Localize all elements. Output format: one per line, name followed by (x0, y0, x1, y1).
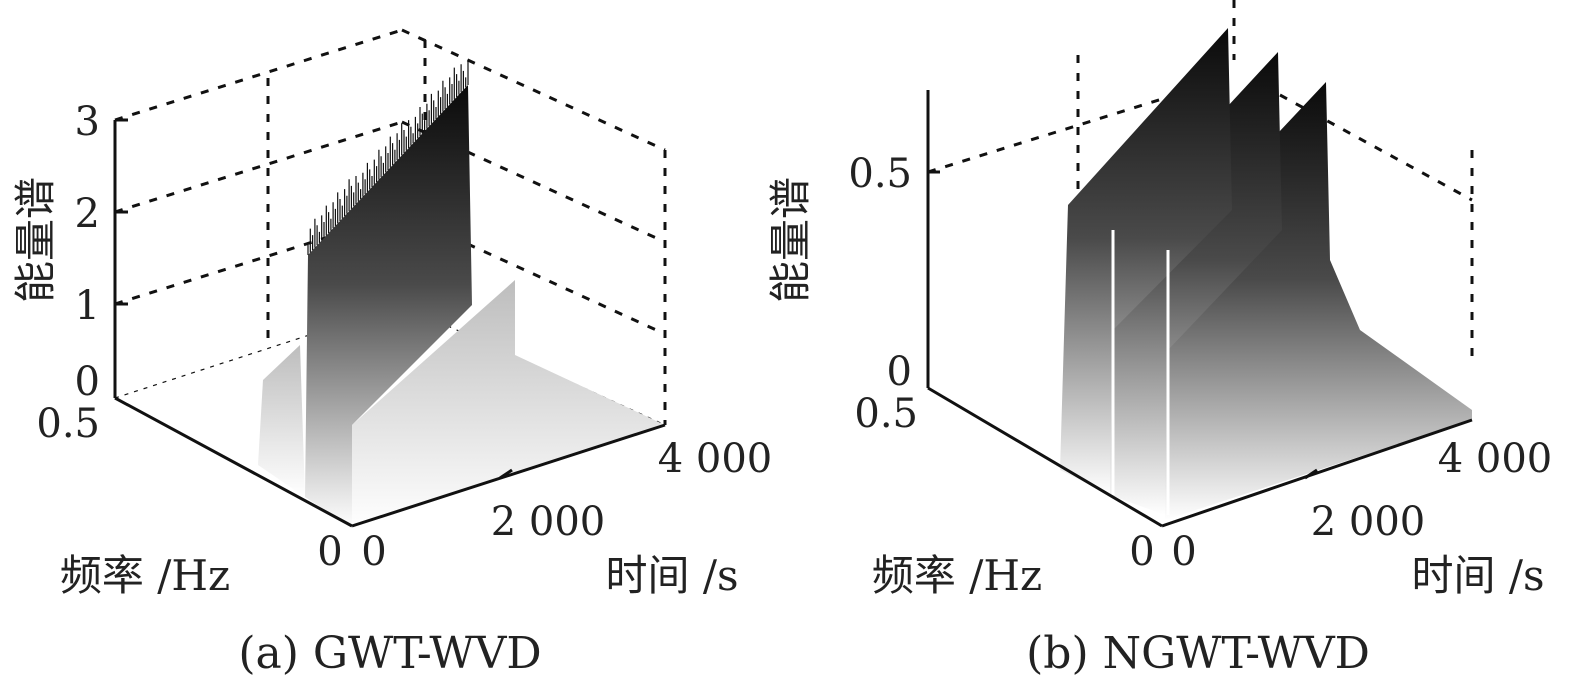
panel-a-ridge-edge (258, 345, 305, 497)
panel-a-ztick-0: 0 (75, 359, 100, 405)
panel-b-zlabel: 能量谱 (766, 177, 815, 303)
panel-b-ylabel: 时间 /s (1411, 551, 1544, 600)
panel-a-xtick-0: 0 (317, 529, 342, 575)
panel-a-ylabel: 时间 /s (605, 551, 738, 600)
panel-b-ridge-2 (1110, 52, 1282, 515)
panel-b-ytick-mark (1304, 468, 1318, 480)
panel-b-xtick-05: 0.5 (854, 391, 918, 437)
panel-b-ytick-4000: 4 000 (1438, 436, 1553, 482)
panel-b-ytick-0: 0 (1171, 529, 1196, 575)
panel-b-x-axis (927, 386, 1163, 528)
panel-a-ytick-4000: 4 000 (658, 436, 773, 482)
panel-a-ztick-3: 3 (75, 99, 100, 145)
panel-a-zlabel: 能量谱 (11, 177, 60, 303)
panel-a-ztick-2: 2 (75, 191, 100, 237)
panel-a-ytick-mark (499, 468, 513, 480)
panel-b-ytick-2000: 2 000 (1311, 499, 1426, 545)
panel-b-ridge-1 (1060, 28, 1232, 495)
panel-b-xtick-0: 0 (1129, 529, 1154, 575)
panel-b-caption: (b) NGWT-WVD (1026, 628, 1370, 679)
panel-a-xtick-05: 0.5 (36, 401, 100, 447)
panel-b-xlabel: 频率 /Hz (872, 551, 1042, 600)
panel-a-ytick-2000: 2 000 (491, 499, 606, 545)
panel-b-ztick-0: 0 (887, 349, 912, 395)
panel-a-spikes (307, 61, 469, 255)
panel-a-ridge-high (305, 85, 472, 528)
panel-a-ztick-1: 1 (75, 283, 100, 329)
panel-a-x-axis (114, 396, 353, 528)
panel-b-y-axis (1161, 418, 1473, 528)
panel-a-xlabel: 频率 /Hz (60, 551, 230, 600)
panel-a-ridge-low (352, 280, 665, 528)
panel-b: 0.5 0 0.5 0 0 2 000 4 000 能量谱 频率 /Hz 时间 … (766, 0, 1552, 679)
panel-a-y-axis (351, 423, 666, 528)
panel-a: 3 2 1 0 0.5 0 0 2 000 4 000 能量谱 频率 /Hz 时… (11, 28, 773, 679)
panel-b-ztick-05: 0.5 (848, 151, 912, 197)
panel-a-caption: (a) GWT-WVD (238, 628, 541, 679)
panel-a-ytick-0: 0 (361, 529, 386, 575)
